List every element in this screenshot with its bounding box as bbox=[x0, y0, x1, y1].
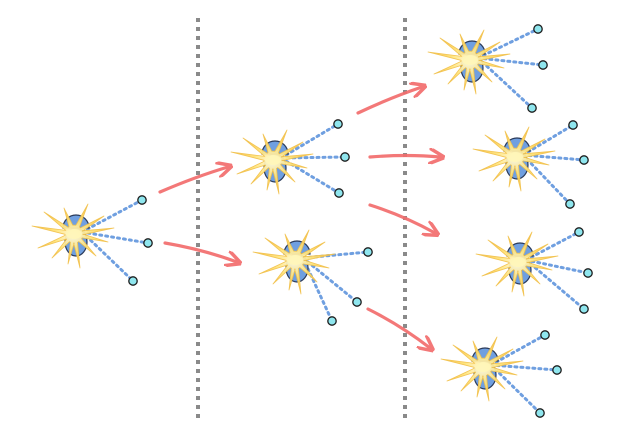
dotted-link bbox=[80, 230, 135, 283]
dotted-link bbox=[489, 363, 542, 415]
arrows-layer bbox=[158, 87, 440, 348]
circle-endpoint-icon bbox=[352, 297, 362, 307]
circle-endpoint-icon bbox=[579, 304, 589, 314]
dotted-link bbox=[524, 258, 590, 275]
cell-node-stage-3-4 bbox=[440, 330, 562, 418]
circle-endpoint-icon bbox=[583, 268, 593, 278]
dotted-link bbox=[279, 122, 340, 160]
dotted-link bbox=[80, 230, 150, 245]
dotted-link bbox=[80, 198, 144, 234]
red-arrow-icon bbox=[158, 167, 228, 194]
cell-node-stage-2-1 bbox=[230, 119, 350, 198]
cell-node-stage-3-1 bbox=[427, 24, 548, 113]
dotted-link bbox=[476, 56, 545, 67]
red-arrow-icon bbox=[163, 241, 237, 262]
circle-endpoint-icon bbox=[340, 152, 350, 162]
burst-core bbox=[66, 229, 82, 239]
circle-endpoint-icon bbox=[540, 330, 550, 340]
circle-endpoint-icon bbox=[334, 188, 344, 198]
red-arrow-icon bbox=[368, 156, 440, 158]
burst-core bbox=[510, 257, 526, 267]
dotted-link bbox=[524, 230, 581, 262]
cell-node-stage-2-2 bbox=[252, 229, 373, 326]
circle-endpoint-icon bbox=[579, 155, 589, 165]
stage-dividers bbox=[196, 18, 407, 418]
circle-endpoint-icon bbox=[535, 408, 545, 418]
circle-endpoint-icon bbox=[327, 316, 337, 326]
circle-endpoint-icon bbox=[363, 247, 373, 257]
red-arrow-icon bbox=[356, 87, 422, 115]
circle-endpoint-icon bbox=[533, 24, 543, 34]
circle-endpoint-icon bbox=[128, 276, 138, 286]
circle-endpoint-icon bbox=[527, 103, 537, 113]
circle-endpoint-icon bbox=[552, 365, 562, 375]
dotted-link bbox=[476, 27, 540, 60]
dotted-link bbox=[489, 333, 547, 367]
red-arrow-icon bbox=[366, 307, 430, 348]
circle-endpoint-icon bbox=[538, 60, 548, 70]
nodes-layer bbox=[31, 24, 593, 418]
cell-node-stage-1-1 bbox=[31, 195, 153, 286]
cell-node-stage-3-2 bbox=[472, 120, 589, 209]
circle-endpoint-icon bbox=[137, 195, 147, 205]
red-arrow-icon bbox=[368, 203, 435, 233]
burst-core bbox=[475, 362, 491, 372]
circle-endpoint-icon bbox=[143, 238, 153, 248]
burst-core bbox=[265, 155, 281, 165]
burst-core bbox=[462, 55, 478, 65]
cell-node-stage-3-3 bbox=[475, 227, 593, 314]
dotted-link bbox=[521, 123, 575, 157]
circle-endpoint-icon bbox=[565, 199, 575, 209]
circle-endpoint-icon bbox=[568, 120, 578, 130]
dotted-link bbox=[476, 56, 534, 110]
circle-endpoint-icon bbox=[574, 227, 584, 237]
dotted-link bbox=[521, 153, 572, 206]
dotted-link bbox=[521, 153, 586, 162]
burst-core bbox=[507, 152, 523, 162]
circle-endpoint-icon bbox=[333, 119, 343, 129]
dotted-link bbox=[524, 258, 586, 311]
burst-core bbox=[287, 255, 303, 265]
